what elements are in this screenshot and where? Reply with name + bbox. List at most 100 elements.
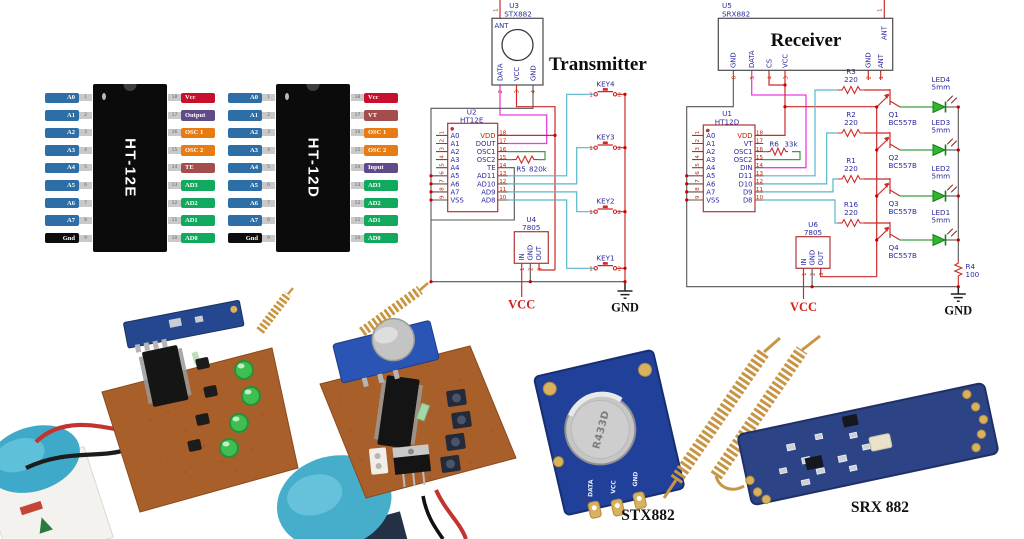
pin-label: A2 xyxy=(228,127,262,139)
pin-label: A1 xyxy=(228,110,262,121)
transmitter-title: Transmitter xyxy=(549,54,647,75)
q4-transistor: Q4 BC557B xyxy=(864,222,917,260)
svg-text:220: 220 xyxy=(844,118,858,127)
ht12d-right-pins: 18 Vcc 17 VT 16 OSC 1 15 OSC 2 xyxy=(351,84,398,247)
battery-cap-highlight xyxy=(287,474,343,516)
u3-part: STX882 xyxy=(504,10,532,19)
pin-label: OSC 1 xyxy=(181,127,215,139)
svg-text:A7: A7 xyxy=(451,188,460,196)
receiver-schematic: U5 SRX882 Receiver GND DATA CS VCC GND A… xyxy=(685,0,980,318)
svg-text:2: 2 xyxy=(440,139,446,143)
pin-label: OSC 1 xyxy=(364,127,398,139)
u2-ref: U2 xyxy=(467,107,477,116)
svg-text:A4: A4 xyxy=(706,164,715,172)
svg-text:4: 4 xyxy=(531,90,537,94)
pin-label: OSC 2 xyxy=(181,145,215,156)
svg-text:BC557B: BC557B xyxy=(889,251,918,260)
svg-text:12: 12 xyxy=(756,179,763,185)
u5-part: SRX882 xyxy=(722,10,750,19)
pin-label: AD2 xyxy=(364,197,398,209)
svg-text:7805: 7805 xyxy=(804,228,822,237)
svg-text:U6: U6 xyxy=(808,220,818,229)
junction-dots xyxy=(429,92,627,284)
pin-number: 4 xyxy=(262,146,275,154)
chip-name: HT-12E xyxy=(121,138,139,198)
svg-text:A0: A0 xyxy=(706,132,715,140)
svg-text:14: 14 xyxy=(499,163,507,169)
svg-text:5mm: 5mm xyxy=(932,83,951,92)
u1-ref: U1 xyxy=(722,109,732,118)
svg-text:1: 1 xyxy=(520,267,526,271)
voltage-regulator-7805 xyxy=(392,444,432,488)
svg-text:OSC2: OSC2 xyxy=(477,156,496,164)
green-leds xyxy=(219,360,261,458)
svg-text:VSS: VSS xyxy=(451,196,464,204)
pin-label: A5 xyxy=(228,180,262,191)
smd-components xyxy=(778,431,871,487)
pin-row: A0 1 xyxy=(45,89,92,107)
svg-text:2: 2 xyxy=(695,139,701,143)
svg-text:A6: A6 xyxy=(706,180,715,188)
svg-text:D11: D11 xyxy=(739,172,753,180)
q3-transistor: Q3 BC557B xyxy=(864,178,917,216)
svg-text:ANT: ANT xyxy=(877,53,885,68)
svg-text:A5: A5 xyxy=(706,172,715,180)
pin-number: 16 xyxy=(351,129,364,137)
svg-text:4: 4 xyxy=(695,155,701,159)
svg-text:D8: D8 xyxy=(743,196,753,204)
svg-text:GND: GND xyxy=(865,52,873,68)
silk-gnd: GND xyxy=(632,472,640,487)
pin-number: 1 xyxy=(79,94,92,102)
ht12e-pinout-diagram: A0 1 A1 2 A2 3 A3 4 xyxy=(45,84,215,252)
svg-text:BC557B: BC557B xyxy=(889,161,918,170)
pin-number: 5 xyxy=(79,164,92,172)
pin-number: 7 xyxy=(262,199,275,207)
rf-receiver-module xyxy=(123,300,245,353)
ht12d-ic-symbol: U1 HT12D A0 A1 A2 A3 A4 A5 A6 A7 VSS VDD… xyxy=(695,109,763,213)
pin-label: Gnd xyxy=(45,232,79,244)
svg-text:OSC1: OSC1 xyxy=(734,148,753,156)
vcc-label: VCC xyxy=(790,300,817,314)
photo-stx882-module: R433D DATA VCC GND STX882 xyxy=(533,349,685,524)
svg-text:R16: R16 xyxy=(844,200,859,209)
svg-text:10: 10 xyxy=(499,195,507,201)
pin-row: A3 4 xyxy=(228,142,275,160)
r1-resistor: R1 220 xyxy=(838,156,864,184)
svg-text:A7: A7 xyxy=(706,188,715,196)
pin-label: AD0 xyxy=(364,232,398,244)
svg-text:1: 1 xyxy=(589,146,593,152)
svg-text:R5: R5 xyxy=(516,165,526,174)
resistor-component xyxy=(415,402,431,422)
junction-dots xyxy=(685,83,960,289)
pin-row: 11 AD1 xyxy=(168,212,215,230)
svg-text:DOUT: DOUT xyxy=(476,140,497,148)
u3-pin-vcc: VCC xyxy=(513,67,521,81)
u3-pin-data: DATA xyxy=(496,63,504,81)
svg-text:AD9: AD9 xyxy=(481,188,495,196)
svg-text:2: 2 xyxy=(867,76,873,80)
pin-label: OSC 2 xyxy=(364,145,398,156)
svg-text:5: 5 xyxy=(440,163,446,167)
led3: LED3 5mm xyxy=(900,118,959,157)
u3-ref: U3 xyxy=(509,1,519,10)
pin-row: 12 AD2 xyxy=(168,194,215,212)
silk-dots xyxy=(571,410,655,500)
svg-text:Q4: Q4 xyxy=(889,243,900,252)
u1-part: HT12D xyxy=(715,117,740,126)
pin-row: A3 4 xyxy=(45,142,92,160)
pin-label: AD1 xyxy=(181,215,215,226)
pin-number: 3 xyxy=(79,129,92,137)
ht12d-chip-body: HT-12D xyxy=(276,84,350,252)
silk-vcc: VCC xyxy=(610,480,617,494)
pin-label: A0 xyxy=(45,92,79,104)
pin-row: 11 AD1 xyxy=(351,212,398,230)
crystal xyxy=(868,433,893,452)
pin-row: Gnd 9 xyxy=(45,229,92,247)
pin-row: 12 AD2 xyxy=(351,194,398,212)
white-connector xyxy=(368,447,389,475)
pin-label: Input xyxy=(364,162,398,174)
svg-text:1: 1 xyxy=(695,130,701,134)
svg-text:VT: VT xyxy=(744,140,754,148)
svg-text:A3: A3 xyxy=(451,156,460,164)
svg-text:3: 3 xyxy=(515,90,521,94)
